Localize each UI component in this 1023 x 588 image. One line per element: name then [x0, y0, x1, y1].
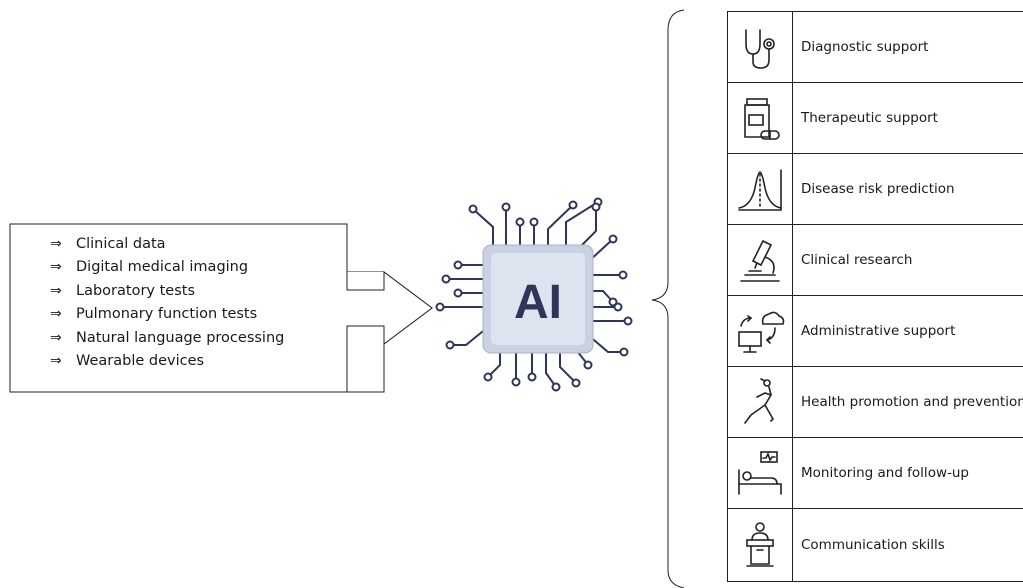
implies-arrow-icon: ⇒ — [50, 259, 62, 276]
implies-arrow-icon: ⇒ — [50, 306, 62, 323]
input-label: Digital medical imaging — [76, 259, 249, 276]
table-row: Administrative support — [728, 296, 1023, 367]
input-label: Clinical data — [76, 235, 166, 252]
ai-label: AI — [514, 276, 562, 329]
bell-curve-icon — [738, 169, 782, 211]
microscope-icon — [740, 239, 780, 282]
input-label: Wearable devices — [76, 353, 205, 370]
outcome-label: Therapeutic support — [801, 110, 938, 126]
implies-arrow-icon: ⇒ — [50, 329, 62, 346]
outcome-label: Communication skills — [801, 537, 945, 553]
table-row: Communication skills — [728, 509, 1023, 582]
speaker-podium-icon — [746, 522, 774, 567]
input-item: ⇒ Natural language processing — [50, 326, 284, 350]
input-item: ⇒ Wearable devices — [50, 350, 284, 374]
hospital-bed-monitor-icon — [738, 451, 782, 495]
implies-arrow-icon: ⇒ — [50, 235, 62, 252]
input-label: Laboratory tests — [76, 282, 195, 299]
table-row: Therapeutic support — [728, 83, 1023, 154]
table-row: Monitoring and follow-up — [728, 438, 1023, 509]
implies-arrow-icon: ⇒ — [50, 282, 62, 299]
implies-arrow-icon: ⇒ — [50, 353, 62, 370]
input-sources-list: ⇒Clinical data ⇒Digital medical imaging … — [50, 232, 284, 373]
outcome-label: Diagnostic support — [801, 39, 929, 55]
exercise-person-icon — [744, 378, 774, 424]
table-row: Clinical research — [728, 225, 1023, 296]
outcome-label: Administrative support — [801, 323, 956, 339]
input-label: Pulmonary function tests — [76, 306, 258, 323]
pill-bottle-icon — [744, 98, 780, 140]
outcome-label: Disease risk prediction — [801, 181, 955, 197]
outcome-label: Monitoring and follow-up — [801, 465, 969, 481]
input-label: Natural language processing — [76, 329, 285, 346]
cloud-computer-icon — [738, 311, 785, 353]
stethoscope-icon — [745, 29, 775, 69]
input-item: ⇒ Clinical data — [50, 232, 284, 256]
table-row: Disease risk prediction — [728, 154, 1023, 225]
ai-applications-table: Diagnostic support Therapeutic support D… — [727, 11, 1023, 582]
input-item: ⇒ Laboratory tests — [50, 279, 284, 303]
table-row: Diagnostic support — [728, 12, 1023, 83]
input-item: ⇒ Digital medical imaging — [50, 256, 284, 280]
table-row: Health promotion and prevention — [728, 367, 1023, 438]
outcome-label: Clinical research — [801, 252, 913, 268]
input-item: ⇒ Pulmonary function tests — [50, 303, 284, 327]
ai-chip-icon: AI — [435, 197, 633, 392]
outcome-label: Health promotion and prevention — [801, 394, 1023, 410]
